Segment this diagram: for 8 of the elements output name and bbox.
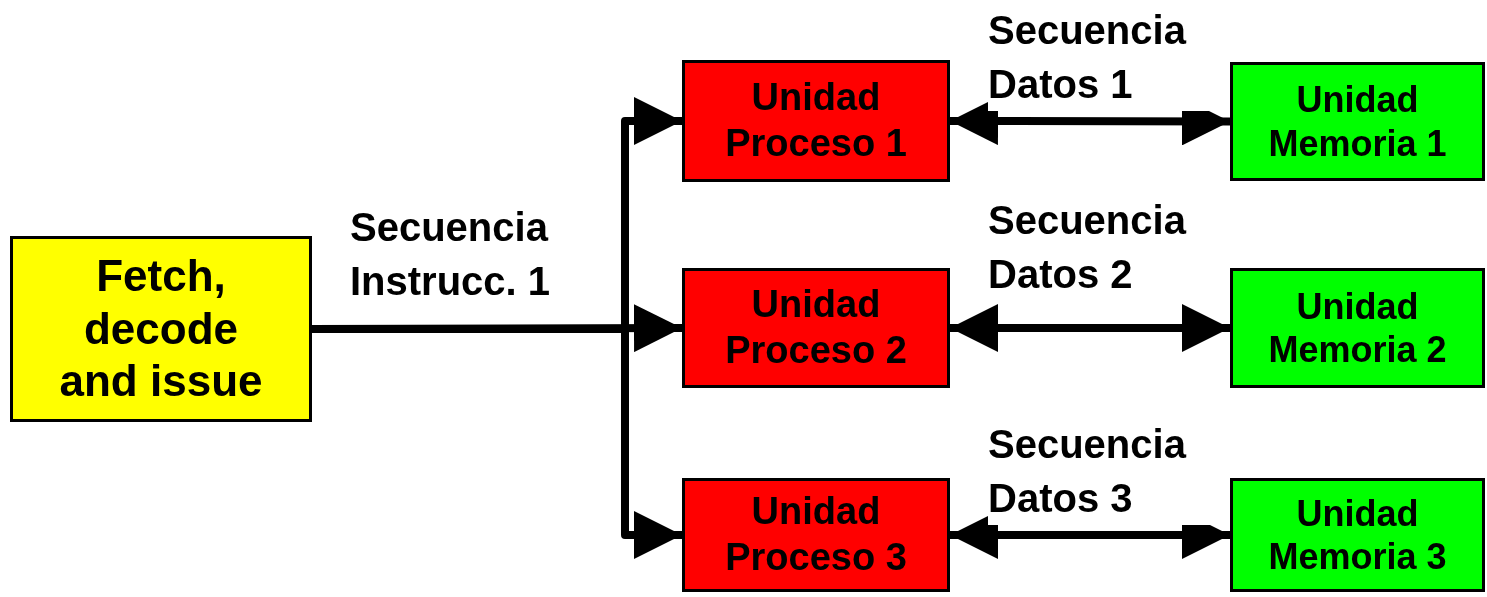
memory-box: Unidad Memoria 2 [1230,268,1485,388]
arrow [950,304,1230,352]
process-box: Unidad Proceso 2 [682,268,950,388]
issue-box: Fetch, decode and issue [10,236,312,422]
process-box: Unidad Proceso 1 [682,60,950,182]
process-box: Unidad Proceso 3 [682,478,950,592]
memory-box: Unidad Memoria 1 [1230,62,1485,181]
memory-box: Unidad Memoria 3 [1230,478,1485,592]
